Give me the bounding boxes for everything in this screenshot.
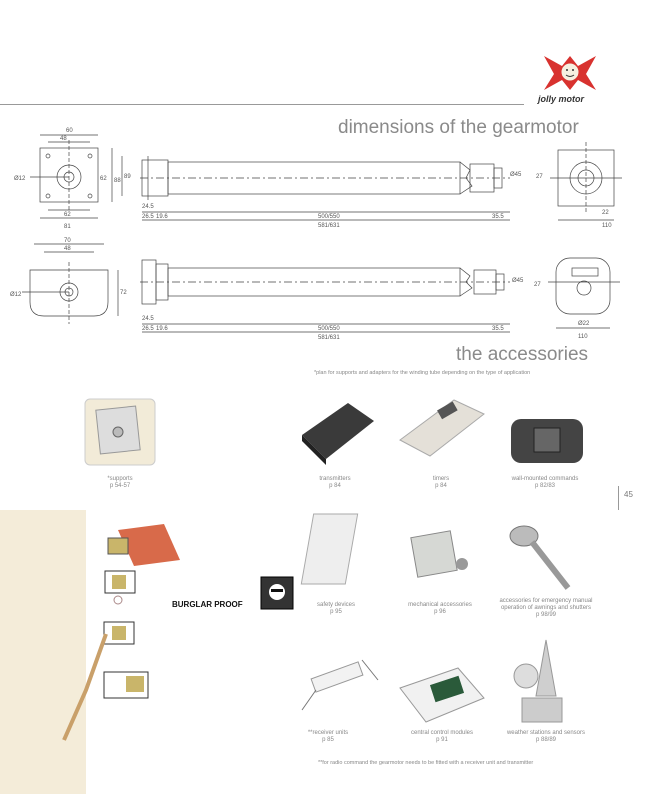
dim-label: 581/631 bbox=[318, 335, 340, 341]
mechanical-accessory-image bbox=[406, 528, 476, 584]
caption-name: accessories for emergency manual bbox=[499, 598, 593, 604]
caption-page: p 84 bbox=[435, 483, 447, 489]
dim-label: Ø45 bbox=[510, 172, 522, 178]
dimensions-title: dimensions of the gearmotor bbox=[338, 117, 579, 138]
dim-label: 35.5 bbox=[492, 326, 504, 332]
caption-emergency-accessories: accessories for emergency manual operati… bbox=[490, 598, 602, 619]
accessories-title: the accessories bbox=[456, 344, 589, 365]
dim-label: Ø45 bbox=[512, 278, 524, 284]
dim-label: 500/550 bbox=[318, 326, 340, 332]
caption-name: safety devices bbox=[316, 602, 356, 608]
header-rule bbox=[0, 104, 524, 105]
dim-label: 26.5 bbox=[142, 214, 154, 220]
dim-label: 500/550 bbox=[318, 214, 340, 220]
caption-page: p 85 bbox=[322, 737, 334, 743]
caption-control-modules: central control modules p 91 bbox=[400, 730, 484, 744]
caption-page: p 54-57 bbox=[109, 483, 131, 489]
caption-name: central control modules bbox=[410, 730, 474, 736]
caption-page: p 91 bbox=[436, 737, 448, 743]
caption-transmitters: transmitters p 84 bbox=[310, 476, 360, 490]
dim-label: 72 bbox=[120, 290, 127, 296]
transmitters-image bbox=[296, 395, 376, 467]
brand-name: jolly motor bbox=[538, 94, 585, 104]
dim-label: 89 bbox=[124, 174, 131, 180]
shutter-lock-image bbox=[104, 520, 184, 568]
dim-label: 81 bbox=[64, 224, 71, 230]
caption-page: p 84 bbox=[329, 483, 341, 489]
caption-name: mechanical accessories bbox=[408, 602, 472, 608]
sidebar-panel bbox=[0, 510, 86, 794]
timers-image bbox=[396, 394, 488, 466]
dim-label: 19.6 bbox=[156, 326, 168, 332]
safety-device-image bbox=[300, 512, 380, 590]
emergency-crank-image bbox=[504, 520, 584, 598]
caption-supports: *supports p 54-57 bbox=[98, 476, 142, 490]
caption-weather-stations: weather stations and sensors p 88/89 bbox=[496, 730, 596, 744]
dim-label: Ø22 bbox=[578, 321, 590, 327]
dim-label: 110 bbox=[578, 334, 588, 340]
dim-label: 48 bbox=[64, 246, 71, 252]
dim-label: 581/631 bbox=[318, 223, 340, 229]
caption-name: weather stations and sensors bbox=[506, 730, 586, 736]
receiver-unit-image bbox=[292, 650, 384, 722]
caption-mechanical-accessories: mechanical accessories p 96 bbox=[400, 602, 480, 616]
jolly-motor-logo bbox=[540, 52, 600, 92]
caption-page: p 82/83 bbox=[534, 483, 556, 489]
caption-name: **receiver units bbox=[307, 730, 349, 736]
dim-label: 24.5 bbox=[142, 316, 154, 322]
caption-name-2: operation of awnings and shutters bbox=[500, 605, 592, 611]
burglar-icon bbox=[260, 576, 294, 610]
wall-command-image bbox=[510, 418, 584, 464]
caption-page: p 88/89 bbox=[535, 737, 557, 743]
control-module-image bbox=[396, 662, 488, 734]
supports-image bbox=[84, 398, 156, 466]
caption-page: p 95 bbox=[330, 609, 342, 615]
dim-label: Ø12 bbox=[10, 292, 22, 298]
dim-label: 35.5 bbox=[492, 214, 504, 220]
dim-label: 62 bbox=[100, 176, 107, 182]
caption-name: *supports bbox=[107, 476, 133, 482]
dim-label: 70 bbox=[64, 238, 71, 244]
caption-timers: timers p 84 bbox=[416, 476, 466, 490]
caption-receiver-units: **receiver units p 85 bbox=[306, 730, 350, 744]
caption-page: p 98/99 bbox=[535, 612, 557, 618]
dim-label: 27 bbox=[534, 282, 541, 288]
dim-label: 19.6 bbox=[156, 214, 168, 220]
dim-label: 62 bbox=[64, 212, 71, 218]
caption-name: timers bbox=[432, 476, 450, 482]
caption-name: wall-mounted commands bbox=[511, 476, 579, 482]
lock-diagram-2 bbox=[96, 616, 136, 652]
gearmotor-drawing-2: 70 48 72 Ø12 24.5 26.5 19.6 500/550 581/… bbox=[0, 232, 640, 344]
lock-diagram-1 bbox=[104, 570, 136, 606]
dim-label: 24.5 bbox=[142, 204, 154, 210]
accessories-note: *plan for supports and adapters for the … bbox=[314, 370, 531, 376]
dim-label: 27 bbox=[536, 174, 543, 180]
caption-wall-commands: wall-mounted commands p 82/83 bbox=[500, 476, 590, 490]
page-number-rule bbox=[618, 486, 619, 510]
radio-footnote: **for radio command the gearmotor needs … bbox=[318, 760, 534, 766]
caption-safety-devices: safety devices p 95 bbox=[308, 602, 364, 616]
dim-label: 60 bbox=[66, 128, 73, 134]
dim-label: Ø12 bbox=[14, 176, 26, 182]
dim-label: 88 bbox=[114, 178, 121, 184]
gearmotor-drawing-1: 60 48 62 89 88 62 81 Ø12 24.5 26.5 19.6 … bbox=[0, 120, 640, 232]
crank-rod-image bbox=[56, 630, 116, 750]
weather-station-image bbox=[508, 636, 578, 728]
caption-page: p 96 bbox=[434, 609, 446, 615]
caption-name: transmitters bbox=[319, 476, 351, 482]
dim-label: 110 bbox=[602, 223, 612, 229]
page-number: 45 bbox=[624, 490, 633, 499]
dim-label: 48 bbox=[60, 136, 67, 142]
burglar-proof-label: BURGLAR PROOF bbox=[172, 600, 243, 609]
dim-label: 26.5 bbox=[142, 326, 154, 332]
lock-diagram-3 bbox=[100, 668, 150, 712]
dim-label: 22 bbox=[602, 210, 609, 216]
